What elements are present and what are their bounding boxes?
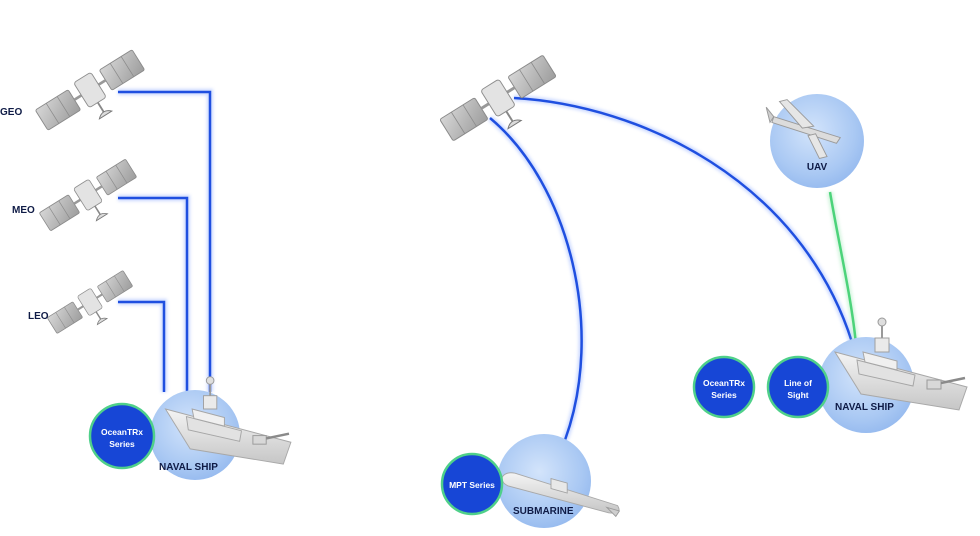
submarine-circle [497,434,591,528]
middle-satellite-icon [436,51,568,159]
mpt-series-badge [440,452,504,516]
satellite-to-right-ship-link [513,96,854,343]
uav-line-of-sight-link [828,191,858,346]
mpt-series-badge-text: MPT Series [449,480,495,490]
right-oceantrx-badge [692,355,756,419]
left-oceantrx-badge [88,402,156,470]
right-naval-ship-label: NAVAL SHIP [835,402,894,413]
left-oceantrx-badge-line1: OceanTRx [101,427,143,437]
geo-satellite-icon [32,45,156,147]
left-naval-ship-label: NAVAL SHIP [159,462,218,473]
geo-link [118,90,212,392]
line-of-sight-badge-line1: Line of [784,378,812,388]
line-of-sight-badge-line2: Sight [787,390,808,400]
line-of-sight-badge [766,355,830,419]
leo-link [118,300,166,392]
geo-label: GEO [0,107,22,118]
leo-satellite-icon [44,267,142,347]
leo-label: LEO [28,311,49,322]
left-oceantrx-badge-line2: Series [109,439,135,449]
meo-link [118,196,189,392]
left-links [118,89,213,392]
right-oceantrx-badge-line1: OceanTRx [703,378,745,388]
uav-label: UAV [807,162,828,173]
right-oceantrx-badge-line2: Series [711,390,737,400]
satellite-to-submarine-link [489,117,583,441]
meo-label: MEO [12,205,35,216]
submarine-label: SUBMARINE [513,506,574,517]
